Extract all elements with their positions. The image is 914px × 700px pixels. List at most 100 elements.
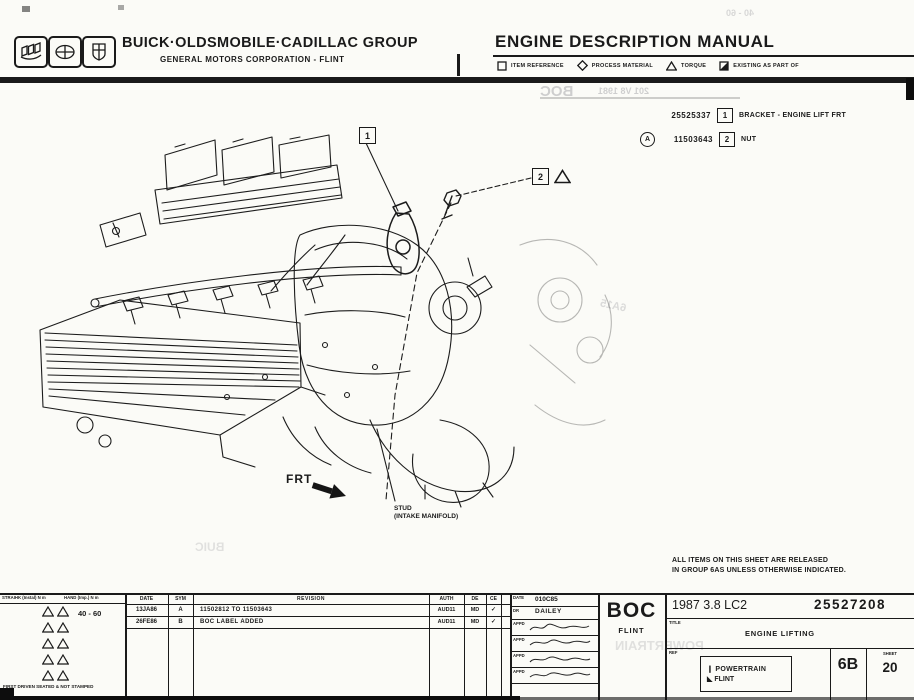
stud-annotation-line1: STUD [394,505,412,512]
signature [529,623,590,631]
org-name: BOC [606,599,657,622]
scan-artifact [118,5,124,10]
legend-torque: TORQUE [666,60,706,71]
parts-list-row: A 11503643 2 NUT [640,132,910,147]
appd-label: APPD [513,669,525,674]
cadillac-logo [82,36,116,68]
mounting-bracket [99,212,147,248]
title-underline [493,55,914,57]
rev-row-date: 13JA86 [135,607,158,613]
rev-row-auth: AUD11 [437,607,456,613]
signature [529,639,591,646]
approval-date-label: DATE [513,595,525,600]
rev-row-date: 26FE86 [135,619,157,625]
bottom-note: FIRST DRIVEN SEATED & NOT STAMPED [3,684,94,689]
model-designation: 1987 3.8 LC2 [672,598,748,612]
torque-range: 40 - 60 [78,609,102,618]
drafter-label: DR [513,608,520,613]
header-rule [0,77,914,83]
document-number: 25527208 [814,597,887,612]
appd-label: APPD [513,653,525,658]
torque-strip-header-right: HAND (Imp.) N m [64,595,99,600]
fuel-injectors [122,275,324,325]
legend-label: EXISTING AS PART OF [733,62,799,69]
half-square-icon [719,60,729,71]
rev-header-auth: AUTH [439,595,454,602]
engine-details [76,341,379,474]
signature [529,656,591,663]
stud-annotation-line2: (INTAKE MANIFOLD) [394,513,459,520]
legend-label: PROCESS MATERIAL [591,62,654,69]
coil-pack-assembly [154,134,343,225]
fuel-rail [90,265,402,308]
powertrain-label: POWERTRAIN [715,666,767,673]
rev-header-de: DE [471,595,479,602]
manual-title: ENGINE DESCRIPTION MANUAL [495,32,775,51]
rev-row-ce: ✓ [490,607,497,613]
legend-item-reference: ITEM REFERENCE [497,60,564,71]
valve-cover [39,299,302,436]
group-title: BUICK·OLDSMOBILE·CADILLAC GROUP [122,35,418,51]
torque-triangle-icon [57,638,69,649]
torque-triangle-icon [42,670,54,681]
torque-triangle-icon [57,622,69,633]
sheet-number: 20 [882,660,898,675]
signature [529,672,591,678]
square-icon [497,60,507,71]
bleed-through-drawing [519,238,612,426]
engine-line-drawing [39,134,612,508]
torque-triangle-icon [57,654,69,665]
release-note-line1: ALL ITEMS ON THIS SHEET ARE RELEASED [672,557,829,564]
bell-housing [369,419,515,508]
rev-header-ce: CE [490,595,497,602]
oldsmobile-logo [48,36,82,68]
torque-triangle-icon [42,654,54,665]
diamond-icon [576,60,588,71]
centerline [385,202,452,501]
intake-plenum [270,224,453,426]
callout-box-1: 1 [359,127,376,144]
rev-row-sym: B [178,619,183,625]
scan-artifact [22,6,30,12]
title-label: TITLE [669,620,681,625]
rev-row-de: MD [470,619,480,625]
bleed-through-text: 40 - 60 [726,8,755,18]
stud-annotation: STUD (INTAKE MANIFOLD) [394,505,458,521]
powertrain-bar-icon: ❙ [707,666,716,673]
rev-header-revision: REVISION [297,595,325,602]
rev-row-de: MD [470,607,480,613]
legend-process-material: PROCESS MATERIAL [576,60,654,71]
drafter-name: DAILEY [535,608,562,615]
leader-line-item1 [365,142,399,212]
frt-label: FRT [286,472,313,486]
powertrain-logo: ❙ POWERTRAIN ◣ FLINT [700,656,792,692]
part-description: BRACKET - ENGINE LIFT FRT [739,112,847,119]
scan-artifact [906,78,914,100]
appd-label: APPD [513,621,525,626]
item-number-box: 2 [719,132,735,147]
torque-triangle-icon [57,606,69,617]
torque-strip-header-left: STRAIHK (Instal) N m [2,595,46,600]
circled-letter-marker: A [640,132,655,147]
legend-existing-as-part-of: EXISTING AS PART OF [719,60,799,71]
leader-line-item2 [455,177,532,197]
frt-arrow [311,482,346,499]
title-block: STRAIHK (Instal) N m HAND (Imp.) N m 40 … [0,593,914,700]
appd-label: APPD [513,637,525,642]
scan-artifact [0,696,520,700]
symbol-legend: ITEM REFERENCE PROCESS MATERIAL TORQUE E… [497,60,799,71]
torque-triangle-icon [57,670,69,681]
part-description: NUT [741,136,757,143]
release-note-line2: IN GROUP 6AS UNLESS OTHERWISE INDICATED. [672,567,847,574]
callout-group-2: 2 [532,168,571,185]
torque-symbol-column [42,606,69,681]
torque-triangle-icon [42,638,54,649]
group-code: 6B [837,656,859,673]
bleed-through-rule [540,97,740,99]
scan-artifact [520,697,914,700]
rev-row-revision: 11502812 TO 11503643 [200,607,273,613]
powertrain-location: FLINT [714,676,735,683]
approval-date-value: 010C85 [535,596,558,603]
triangle-icon [666,60,678,71]
